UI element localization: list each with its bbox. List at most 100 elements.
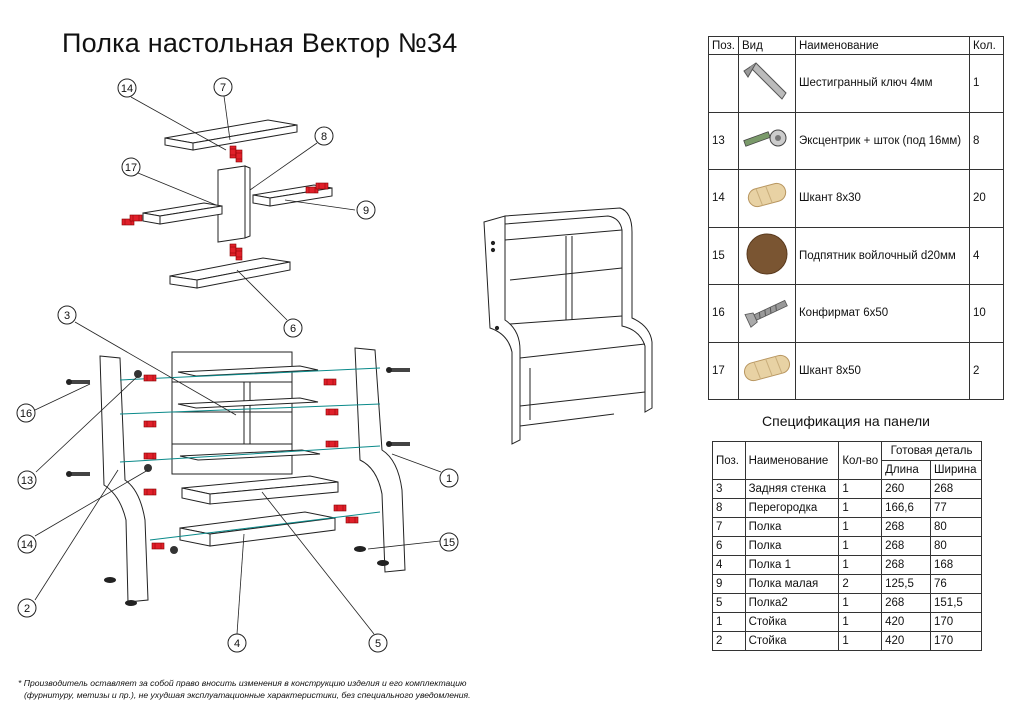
callout-15: 15 bbox=[439, 532, 459, 552]
callout-3: 3 bbox=[57, 305, 77, 325]
table-header-row: Длина Ширина bbox=[713, 460, 982, 480]
row-width: 170 bbox=[930, 612, 982, 632]
row-pos: 6 bbox=[712, 536, 746, 556]
callouts: 14 7 8 17 9 6 3 16 13 14 2 4 5 15 1 bbox=[16, 77, 459, 653]
svg-text:5: 5 bbox=[375, 638, 381, 650]
callout-leaders bbox=[34, 95, 442, 635]
header-view: Вид bbox=[738, 36, 796, 55]
header-width: Ширина bbox=[930, 460, 982, 480]
header-qty: Кол. bbox=[969, 36, 1004, 55]
table-header-row: Поз. Вид Наименование Кол. bbox=[708, 36, 1004, 55]
callout-9: 9 bbox=[356, 200, 376, 220]
row-name: Полка bbox=[744, 517, 840, 537]
callout-1: 1 bbox=[439, 468, 459, 488]
connector-lines bbox=[119, 367, 381, 541]
row-name: Полка bbox=[744, 536, 840, 556]
row-pos: 8 bbox=[712, 498, 746, 518]
callout-4: 4 bbox=[227, 633, 247, 653]
table-row: Шестигранный ключ 4мм 1 bbox=[708, 54, 1004, 113]
row-name: Шестигранный ключ 4мм bbox=[794, 54, 971, 113]
row-width: 168 bbox=[930, 555, 982, 575]
row-name: Эксцентрик + шток (под 16мм) bbox=[794, 111, 971, 170]
row-width: 76 bbox=[930, 574, 982, 594]
row-width: 80 bbox=[930, 517, 982, 537]
row-qty: 1 bbox=[838, 536, 883, 556]
row-pos: 2 bbox=[712, 631, 746, 651]
callout-14-top: 14 bbox=[117, 78, 137, 98]
callout-13: 13 bbox=[17, 470, 37, 490]
row-qty: 2 bbox=[969, 341, 1004, 400]
header-pos: Поз. bbox=[712, 441, 746, 480]
row-width: 80 bbox=[930, 536, 982, 556]
page-title: Полка настольная Вектор №34 bbox=[62, 28, 458, 58]
header-qty: Кол-во bbox=[838, 441, 883, 480]
row-length: 420 bbox=[881, 612, 932, 632]
svg-text:1: 1 bbox=[446, 473, 452, 485]
row-qty: 1 bbox=[969, 54, 1004, 113]
row-qty: 8 bbox=[969, 111, 1004, 170]
header-length: Длина bbox=[881, 460, 932, 480]
row-name: Подпятник войлочный d20мм bbox=[794, 226, 971, 285]
table-row: 14 Шкант 8х30 20 bbox=[708, 169, 1004, 228]
panel-spec-table: Поз. Наименование Кол-во Готовая деталь … bbox=[712, 441, 982, 651]
assembled-shelf bbox=[483, 207, 653, 445]
spec-title: Спецификация на панели bbox=[762, 413, 930, 429]
row-qty: 4 bbox=[969, 226, 1004, 285]
row-width: 77 bbox=[930, 498, 982, 518]
lower-hardware bbox=[66, 367, 410, 606]
callout-8: 8 bbox=[314, 126, 334, 146]
row-name: Задняя стенка bbox=[744, 479, 840, 499]
row-qty: 2 bbox=[838, 574, 883, 594]
row-pos: 7 bbox=[712, 517, 746, 537]
svg-text:2: 2 bbox=[24, 603, 30, 615]
row-pos: 16 bbox=[708, 284, 739, 343]
row-width: 268 bbox=[930, 479, 982, 499]
row-name: Шкант 8х30 bbox=[794, 169, 971, 228]
row-length: 268 bbox=[881, 536, 932, 556]
row-name: Полка2 bbox=[744, 593, 840, 613]
footnote-line-1: * Производитель оставляет за собой право… bbox=[18, 678, 467, 688]
lower-assembly bbox=[99, 347, 406, 603]
callout-5: 5 bbox=[368, 633, 388, 653]
assembly-diagram: 14 7 8 17 9 6 3 16 13 14 2 4 5 15 1 bbox=[16, 77, 653, 653]
row-name: Конфирмат 6х50 bbox=[794, 284, 971, 343]
row-name: Полка 1 bbox=[744, 555, 840, 575]
dowel-icon bbox=[738, 341, 796, 400]
footnote: * Производитель оставляет за собой право… bbox=[18, 677, 538, 701]
header-pos: Поз. bbox=[708, 36, 739, 55]
row-pos bbox=[708, 54, 739, 113]
svg-text:9: 9 bbox=[363, 205, 369, 217]
svg-text:16: 16 bbox=[20, 408, 32, 420]
svg-text:17: 17 bbox=[125, 162, 137, 174]
row-qty: 1 bbox=[838, 631, 883, 651]
row-name: Полка малая bbox=[744, 574, 840, 594]
row-pos: 13 bbox=[708, 111, 739, 170]
row-qty: 1 bbox=[838, 498, 883, 518]
row-length: 260 bbox=[881, 479, 932, 499]
row-pos: 5 bbox=[712, 593, 746, 613]
callout-16: 16 bbox=[16, 403, 36, 423]
callout-17: 17 bbox=[121, 157, 141, 177]
row-length: 125,5 bbox=[881, 574, 932, 594]
row-length: 166,6 bbox=[881, 498, 932, 518]
row-width: 170 bbox=[930, 631, 982, 651]
svg-text:3: 3 bbox=[64, 310, 70, 322]
row-name: Перегородка bbox=[744, 498, 840, 518]
svg-text:6: 6 bbox=[290, 323, 296, 335]
svg-text:15: 15 bbox=[443, 537, 455, 549]
table-row: 17 Шкант 8х50 2 bbox=[708, 341, 1004, 400]
eccentric-icon bbox=[738, 111, 796, 170]
table-row: 16 Конфирмат 6х50 10 bbox=[708, 284, 1004, 343]
callout-7: 7 bbox=[213, 77, 233, 97]
screw-icon bbox=[738, 284, 796, 343]
row-name: Стойка bbox=[744, 631, 840, 651]
svg-text:8: 8 bbox=[321, 131, 327, 143]
